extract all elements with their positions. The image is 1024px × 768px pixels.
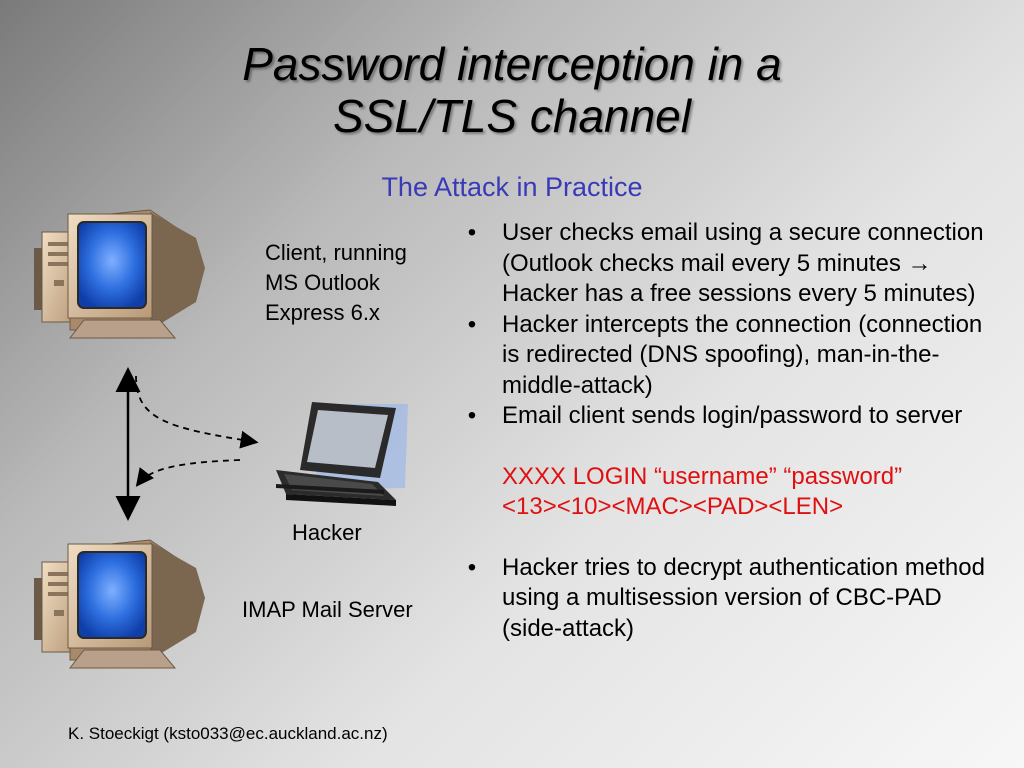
bullet-text: Email client sends login/password to ser… <box>502 402 963 429</box>
hacker-label: Hacker <box>292 520 362 545</box>
title-line-2: SSL/TLS channel <box>332 90 691 142</box>
server-label: IMAP Mail Server <box>242 597 413 622</box>
bullet-item: • User checks email using a secure conne… <box>462 218 1002 310</box>
client-label-line-3: Express 6.x <box>265 300 380 325</box>
bullet-text: User checks email using a secure connect… <box>502 219 984 307</box>
redirect-arrow-to-hacker <box>135 375 259 449</box>
bullet-marker: • <box>467 553 477 581</box>
login-command: XXXX LOGIN “username” “password” <13><10… <box>462 462 1002 523</box>
bullet-marker: • <box>467 310 477 338</box>
bullet-text: Hacker tries to decrypt authentication m… <box>502 553 985 642</box>
client-label: Client, running MS Outlook Express 6.x <box>265 238 407 328</box>
footer-author: K. Stoeckigt (ksto033@ec.auckland.ac.nz) <box>68 724 388 743</box>
client-label-line-2: MS Outlook <box>265 270 380 295</box>
bullet-list: • User checks email using a secure conne… <box>462 218 1002 644</box>
bullet-text: Hacker intercepts the connection (connec… <box>502 310 983 399</box>
login-command-line-1: XXXX LOGIN “username” “password” <box>502 462 903 490</box>
slide-title: Password interception in a SSL/TLS chann… <box>0 38 1024 142</box>
login-command-line-2: <13><10><MAC><PAD><LEN> <box>502 493 844 520</box>
client-label-line-1: Client, running <box>265 240 407 265</box>
bullet-item: • Email client sends login/password to s… <box>462 401 1002 432</box>
slide-subtitle: The Attack in Practice <box>381 172 643 202</box>
server-desktop-computer-icon <box>34 539 205 669</box>
bullet-item: • Hacker tries to decrypt authentication… <box>462 553 1002 645</box>
title-line-1: Password interception in a <box>242 38 782 90</box>
bullet-marker: • <box>467 219 477 246</box>
client-desktop-computer-icon <box>34 209 205 339</box>
redirect-arrow-from-hacker <box>135 459 241 487</box>
hacker-laptop-computer-icon <box>276 402 408 506</box>
bullet-marker: • <box>467 402 477 429</box>
bullet-item: • Hacker intercepts the connection (conn… <box>462 310 1002 402</box>
